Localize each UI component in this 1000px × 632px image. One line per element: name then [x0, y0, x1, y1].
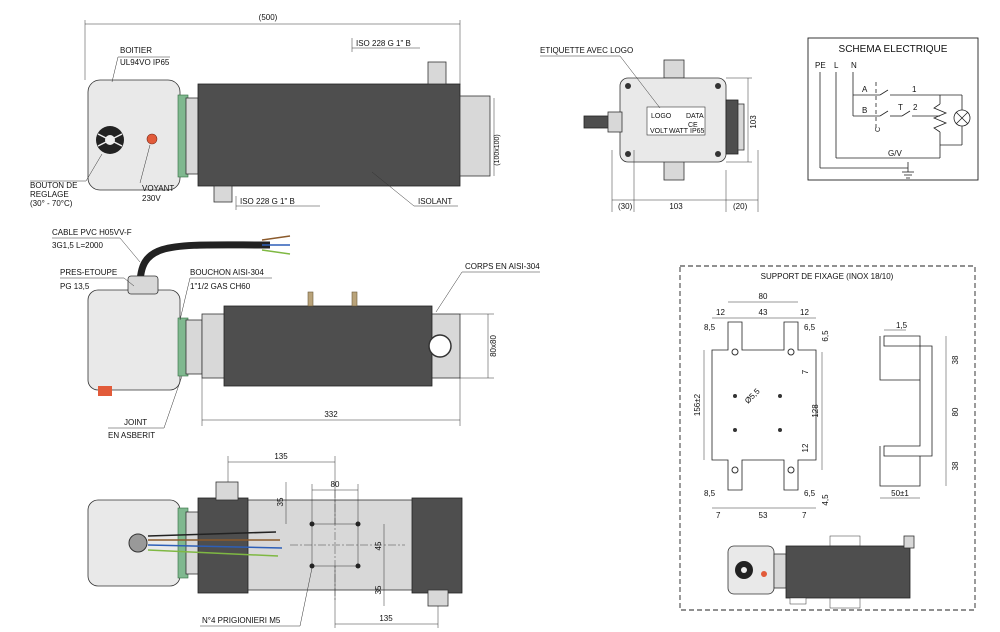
support-dim-85-l: 8,5 — [704, 323, 716, 332]
support-dim-7-br: 7 — [802, 511, 807, 520]
bottom-view: 135 80 35 45 35 135 N°4 PRIGIONIERI M5 — [87, 452, 463, 628]
end-dim-20: (20) — [733, 202, 748, 211]
length-332-dim: 332 — [324, 410, 338, 419]
plate-ip-text: IP65 — [690, 128, 705, 135]
top-view: (500) (100x100) BOITIER UL94VO IP65 ISO … — [30, 13, 501, 210]
support-dim-53: 53 — [759, 511, 768, 520]
etiquette-label: ETIQUETTE AVEC LOGO — [540, 46, 633, 55]
cable-spec: 3G1,5 L=2000 — [52, 241, 103, 250]
bouton-label-1: BOUTON DE — [30, 181, 77, 190]
plate-volt-text: VOLT — [650, 128, 668, 135]
schema-pe: PE — [815, 61, 826, 70]
schema-one: 1 — [912, 85, 917, 94]
bottom-dim-135-top: 135 — [274, 452, 288, 461]
etiquette-plate — [646, 106, 706, 136]
support-dim-50: 50±1 — [891, 489, 909, 498]
bottom-dim-35-bottom: 35 — [374, 585, 383, 594]
joint-label-1: JOINT — [124, 418, 147, 427]
joint-label-2: EN ASBERIT — [108, 431, 155, 440]
schema-c: C — [875, 127, 882, 132]
bottom-dim-35-top: 35 — [276, 497, 285, 506]
section-dim: 80x80 — [489, 335, 498, 357]
support-dim-38-bot: 38 — [951, 461, 960, 470]
schema-n: N — [851, 61, 857, 70]
prisoners-label: N°4 PRIGIONIERI M5 — [202, 616, 281, 625]
bouton-label-2: REGLAGE — [30, 190, 69, 199]
support-dim-phi: Ø5,5 — [743, 386, 762, 405]
overall-length-dim: (500) — [259, 13, 278, 22]
support-dim-45-v: 4,5 — [821, 494, 830, 506]
bouchon-spec: 1"1/2 GAS CH60 — [190, 282, 251, 291]
support-dim-65-v: 6,5 — [821, 330, 830, 342]
boitier-spec: UL94VO IP65 — [120, 58, 170, 67]
iso-bottom-label: ISO 228 G 1" B — [240, 197, 295, 206]
bottom-dim-45: 45 — [374, 541, 383, 550]
iso-top-label: ISO 228 G 1" B — [356, 39, 411, 48]
support-dim-65-r: 6,5 — [804, 323, 816, 332]
end-height-dim: 103 — [749, 115, 758, 129]
plate-data-text: DATA — [686, 113, 704, 120]
support-dim-65-br: 6,5 — [804, 489, 816, 498]
support-dim-156: 156±2 — [693, 393, 702, 416]
schema-t: T — [898, 103, 903, 112]
schema-gv: G/V — [888, 149, 902, 158]
boitier-label: BOITIER — [120, 46, 152, 55]
cable-label: CABLE PVC H05VV-F — [52, 228, 132, 237]
support-dim-38-top: 38 — [951, 355, 960, 364]
support-dim-12-l: 12 — [716, 308, 725, 317]
voyant-lamp — [146, 133, 158, 145]
presse-spec: PG 13,5 — [60, 282, 90, 291]
bottom-dim-80: 80 — [331, 480, 340, 489]
voyant-label: VOYANT — [142, 184, 174, 193]
plate-watt-text: WATT — [669, 128, 689, 135]
support-dim-128: 128 — [811, 404, 820, 418]
support-dim-12-v: 12 — [801, 443, 810, 452]
support-dim-12-r: 12 — [800, 308, 809, 317]
schema-title: SCHEMA ELECTRIQUE — [839, 44, 948, 55]
support-dim-80-side: 80 — [951, 407, 960, 416]
corps-label: CORPS EN AISI-304 — [465, 262, 540, 271]
end-view: LOGO DATA CE VOLT WATT IP65 ETIQUETTE AV… — [540, 46, 759, 212]
support-title: SUPPORT DE FIXAGE (INOX 18/10) — [761, 272, 894, 281]
support-dim-7-bl: 7 — [716, 511, 721, 520]
isolant-body — [197, 83, 461, 187]
schema-b: B — [862, 106, 867, 115]
bouton-label-3: (30° - 70°C) — [30, 199, 73, 208]
end-dim-30: (30) — [618, 202, 633, 211]
schema-electrique: SCHEMA ELECTRIQUE PE L N A 1 B T 2 C — [807, 37, 979, 181]
stud-4 — [355, 563, 361, 569]
schema-a: A — [862, 85, 868, 94]
section-height-dim: (100x100) — [494, 134, 501, 166]
support-dim-43: 43 — [759, 308, 768, 317]
plate-logo-text: LOGO — [651, 113, 672, 120]
bottom-dim-135-bottom: 135 — [379, 614, 393, 623]
schema-l: L — [834, 61, 839, 70]
support-dim-80: 80 — [759, 292, 768, 301]
support-de-fixage: SUPPORT DE FIXAGE (INOX 18/10) 80 12 43 … — [679, 265, 976, 611]
schema-two: 2 — [913, 103, 918, 112]
stud-3 — [309, 563, 315, 569]
presse-label: PRES-ETOUPE — [60, 268, 117, 277]
voyant-voltage: 230V — [142, 194, 161, 203]
middle-view: CABLE PVC H05VV-F 3G1,5 L=2000 PRES-ETOU… — [52, 228, 540, 440]
isolant-label: ISOLANT — [418, 197, 452, 206]
support-dim-85-bl: 8,5 — [704, 489, 716, 498]
end-dim-103: 103 — [669, 202, 683, 211]
support-dim-7-v: 7 — [801, 369, 810, 374]
support-dim-15: 1,5 — [896, 321, 908, 330]
plate-ce-text: CE — [688, 122, 698, 129]
bouchon-label: BOUCHON AISI-304 — [190, 268, 264, 277]
